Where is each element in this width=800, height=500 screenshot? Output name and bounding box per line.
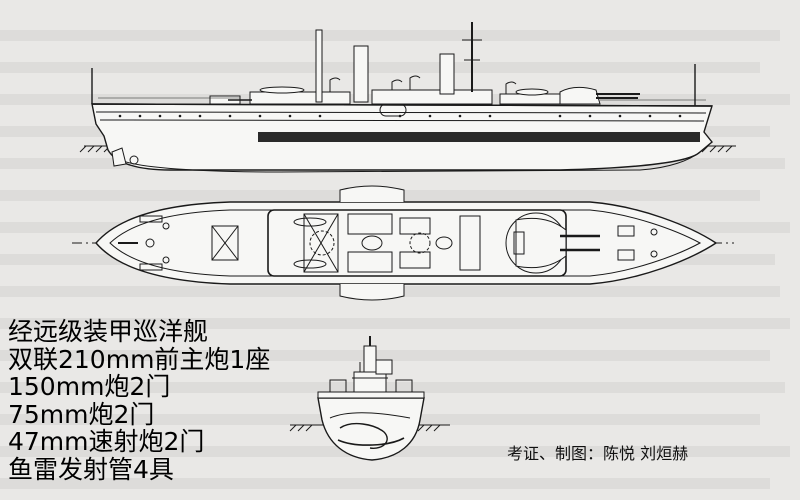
specification-list: 经远级装甲巡洋舰 双联210mm前主炮1座 150mm炮2门 75mm炮2门 4… (8, 318, 308, 483)
funnel-mid (353, 45, 369, 103)
spec-150mm-gun: 150mm炮2门 (8, 372, 171, 401)
spec-47mm-gun: 47mm速射炮2门 (8, 427, 205, 456)
sponson-top (339, 185, 405, 202)
spec-torpedo-tubes: 鱼雷发射管4具 (8, 454, 174, 484)
armour-belt (258, 132, 700, 142)
funnel-fwd (439, 53, 455, 95)
spec-75mm-gun: 75mm炮2门 (8, 399, 155, 429)
spec-title: 经远级装甲巡洋舰 (8, 317, 209, 346)
spec-main-gun: 双联210mm前主炮1座 (8, 344, 271, 374)
hull-cross-section (317, 397, 425, 461)
drawing-credit: 考证、制图：陈悦 刘烜赫 (507, 444, 689, 463)
funnel-aft (315, 29, 323, 103)
hull-plan-outline (95, 201, 718, 285)
sponson-bottom (339, 284, 405, 301)
forward-turret-side (559, 86, 601, 105)
